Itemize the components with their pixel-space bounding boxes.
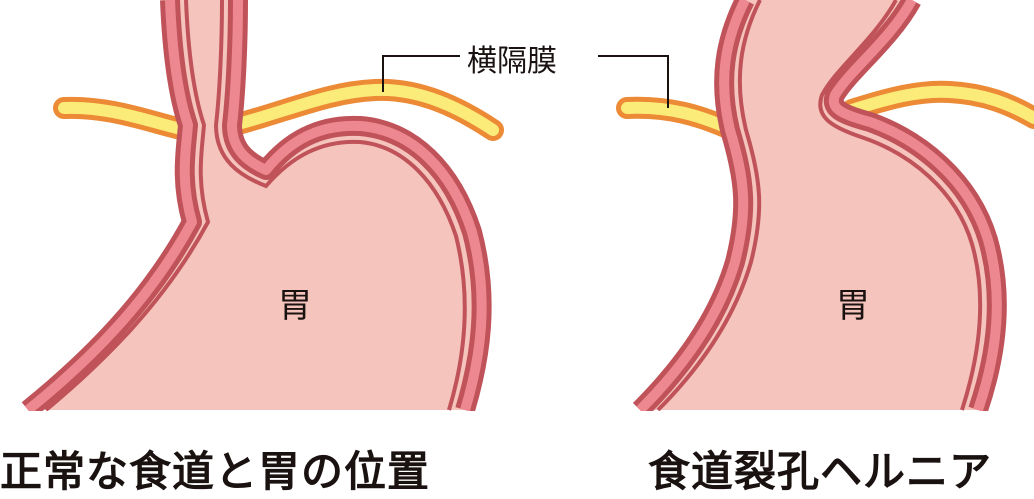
diaphragm-leader-lines xyxy=(382,55,669,108)
diaphragm-right-segment-hernia xyxy=(841,80,1034,129)
herniated-stomach xyxy=(520,0,1034,431)
hernia-panel-drawing xyxy=(520,0,1034,431)
stomach-label-hernia: 胃 xyxy=(836,286,870,326)
caption-hiatal-hernia: 食道裂孔ヘルニア xyxy=(648,447,993,496)
stomach-label-normal: 胃 xyxy=(278,286,312,326)
diaphragm-right-segment xyxy=(227,78,504,141)
diaphragm-left-segment xyxy=(53,96,196,141)
diaphragm-left-segment-hernia xyxy=(616,96,739,139)
diaphragm-label: 横隔膜 xyxy=(467,44,557,79)
caption-normal: 正常な食道と胃の位置 xyxy=(0,447,431,496)
